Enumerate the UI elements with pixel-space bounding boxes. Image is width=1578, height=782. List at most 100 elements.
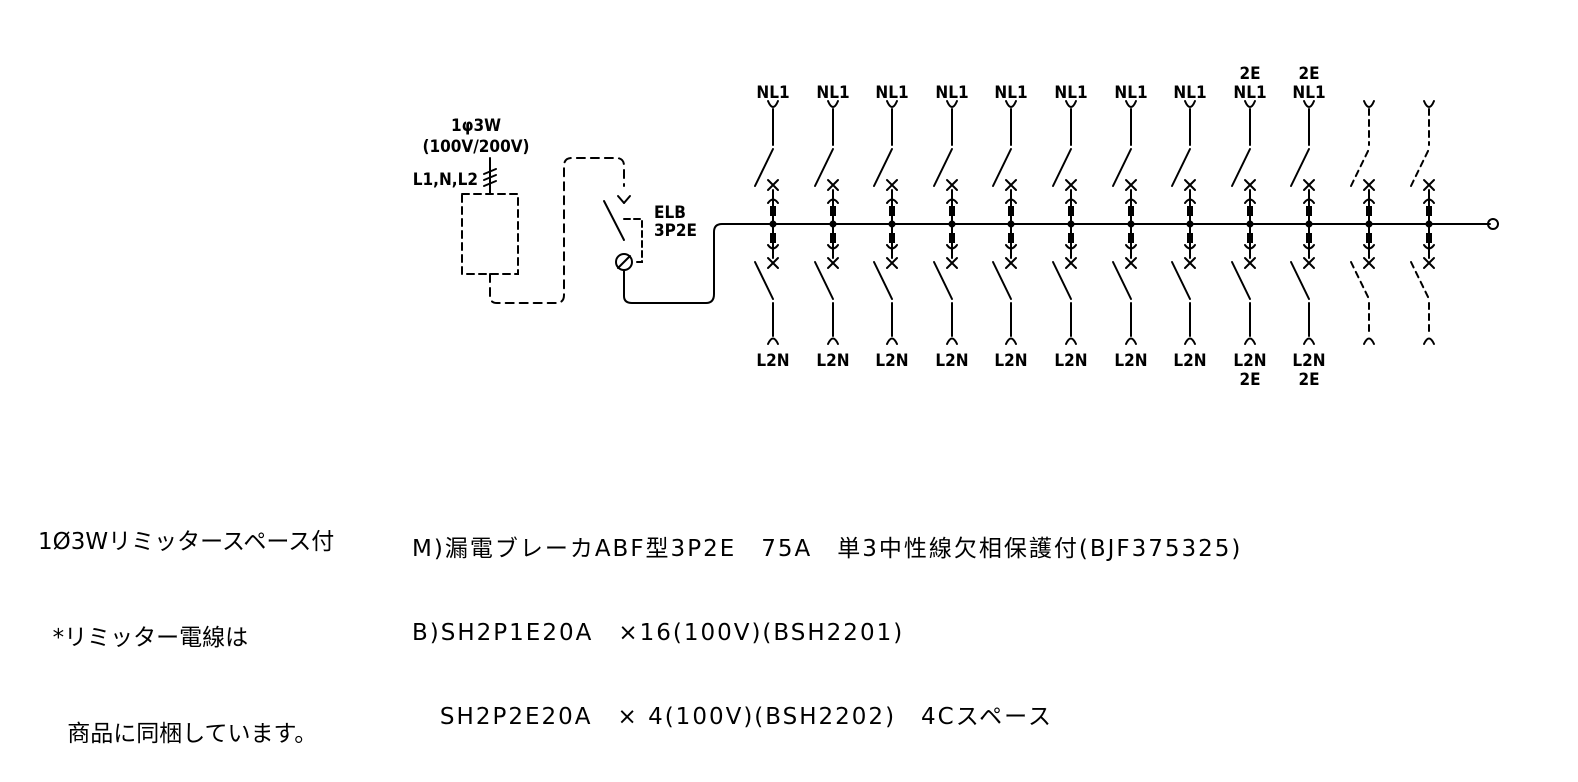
limiter-note-line: 商品に同梱しています。 (38, 721, 318, 747)
bus-node (770, 206, 776, 216)
contact-mark (886, 179, 898, 191)
single-line-diagram: 1φ3W (100V/200V) L1,N,L2 ELB 3P2E NL1L2N… (413, 64, 1499, 390)
branch-top-label: 2E (1298, 64, 1319, 84)
terminal-arc (886, 337, 898, 345)
bus-junction (1186, 220, 1194, 228)
bus-node (1426, 206, 1432, 216)
contact-mark (1303, 179, 1315, 191)
switch-blade (1231, 261, 1251, 300)
spec-line-branch-1: B)SH2P1E20A ×16(100V)(BSH2201) (412, 620, 905, 646)
terminal-arc (1303, 100, 1315, 108)
contact-mark (1125, 257, 1137, 269)
bus-node (1426, 233, 1432, 243)
branch-top-label: NL1 (816, 83, 849, 103)
switch-blade (1231, 148, 1251, 187)
spec-list: M)漏電ブレーカABF型3P2E 75A 単3中性線欠相保護付(BJF37532… (412, 479, 1242, 759)
tap-arc (1423, 198, 1435, 204)
terminal-arc (767, 100, 779, 108)
contact-mark (946, 257, 958, 269)
tap-arc (1363, 244, 1375, 250)
bus-node (889, 233, 895, 243)
switch-blade (814, 148, 834, 187)
bus-node (949, 206, 955, 216)
terminal-arc (946, 100, 958, 108)
spec-line-main: M)漏電ブレーカABF型3P2E 75A 単3中性線欠相保護付(BJF37532… (412, 536, 1243, 562)
contact-mark (1005, 257, 1017, 269)
switch-blade (873, 261, 893, 300)
tap-arc (1244, 244, 1256, 250)
contact-mark (1005, 179, 1017, 191)
terminal-arc (1423, 337, 1435, 345)
contact-mark (1125, 179, 1137, 191)
switch-blade (1171, 148, 1191, 187)
tap-arc (1423, 244, 1435, 250)
contact-mark (1184, 257, 1196, 269)
tap-arc (767, 244, 779, 250)
bus-node (1306, 233, 1312, 243)
bus-junction (1305, 220, 1313, 228)
terminal-arc (1125, 337, 1137, 345)
terminal-arc (1125, 100, 1137, 108)
contact-mark (1065, 257, 1077, 269)
switch-blade (1410, 148, 1430, 187)
bus-node (1366, 206, 1372, 216)
contact-mark (1363, 257, 1375, 269)
tap-arc (1065, 244, 1077, 250)
contact-mark (767, 179, 779, 191)
tap-arc (946, 244, 958, 250)
branch-top-label: NL1 (994, 83, 1027, 103)
contact-mark (1244, 257, 1256, 269)
bus-node (1008, 233, 1014, 243)
switch-blade (873, 148, 893, 187)
terminal-arc (1184, 337, 1196, 345)
contact-mark (1244, 179, 1256, 191)
switch-blade (1350, 148, 1370, 187)
bus-junction (1365, 220, 1373, 228)
contact-mark (827, 257, 839, 269)
tap-arc (1125, 244, 1137, 250)
tap-arc (1184, 244, 1196, 250)
tap-arc (886, 244, 898, 250)
terminal-arc (1065, 100, 1077, 108)
switch-blade (1052, 148, 1072, 187)
tap-arc (1244, 198, 1256, 204)
branch-top-label: NL1 (1114, 83, 1147, 103)
bus-node (770, 233, 776, 243)
branch-bottom-label: L2N (816, 351, 849, 371)
branch-bottom-label: L2N (935, 351, 968, 371)
terminal-arc (1244, 337, 1256, 345)
branch-top-label: NL1 (756, 83, 789, 103)
terminal-arc (1244, 100, 1256, 108)
bus-node (1128, 233, 1134, 243)
switch-blade (1350, 261, 1370, 300)
switch-blade (933, 148, 953, 187)
tap-arc (946, 198, 958, 204)
contact-mark (1423, 179, 1435, 191)
contact-mark (767, 257, 779, 269)
bus-node (830, 206, 836, 216)
tap-arc (1125, 198, 1137, 204)
switch-blade (933, 261, 953, 300)
elb-symbol (603, 195, 1499, 304)
bus-node (1306, 206, 1312, 216)
branch-top-label: NL1 (1292, 83, 1325, 103)
branch-bottom-label: L2N (1114, 351, 1147, 371)
bus-node (1068, 233, 1074, 243)
switch-blade (1290, 261, 1310, 300)
bus-node (1068, 206, 1074, 216)
branch-top-label: NL1 (1233, 83, 1266, 103)
switch-blade (1410, 261, 1430, 300)
bus-junction (1425, 220, 1433, 228)
bus-node (1247, 233, 1253, 243)
bus-junction (1007, 220, 1015, 228)
tap-arc (827, 244, 839, 250)
contact-mark (1065, 179, 1077, 191)
branch-top-label: NL1 (935, 83, 968, 103)
